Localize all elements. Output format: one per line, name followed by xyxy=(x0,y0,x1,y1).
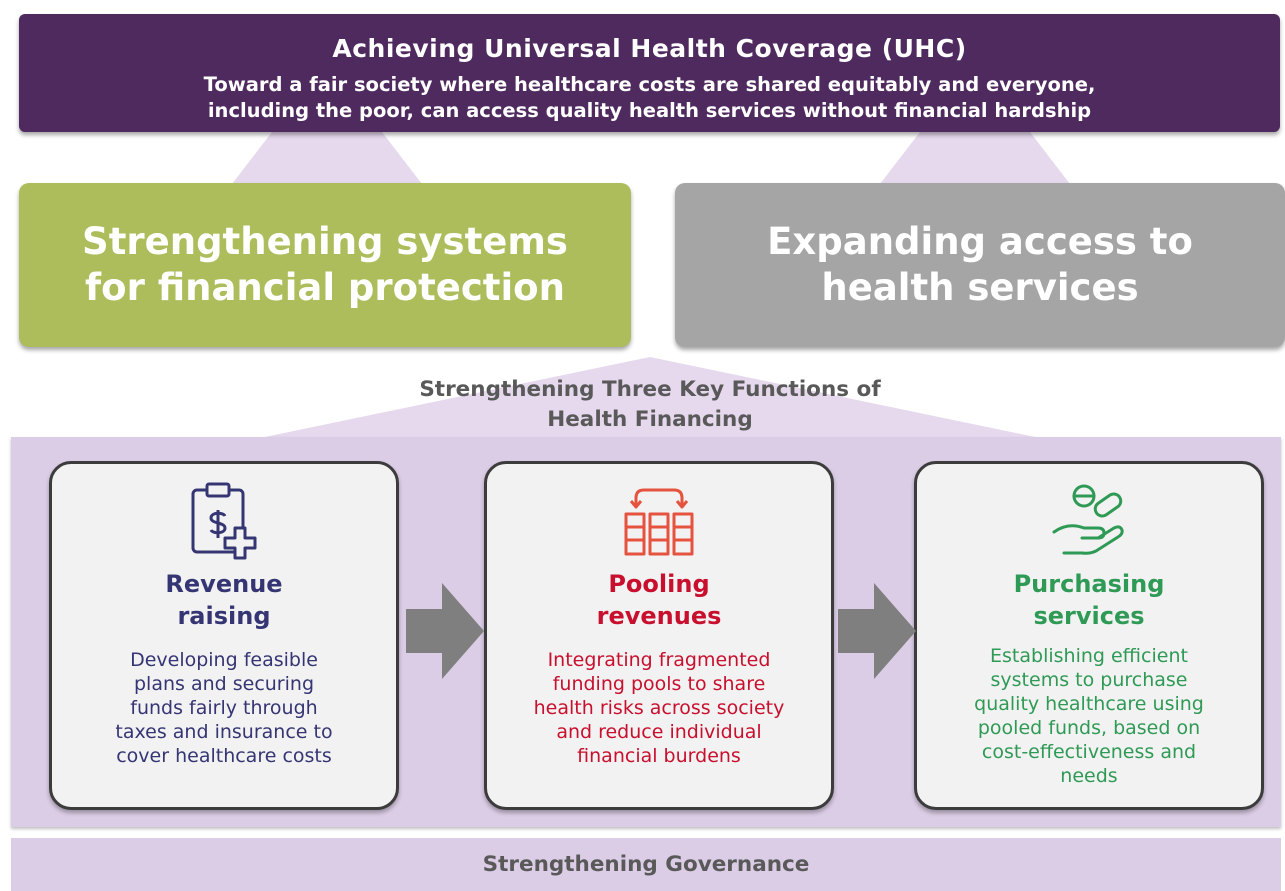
banner-subtitle: Toward a fair society where healthcare c… xyxy=(19,72,1280,124)
arrow-right-icon xyxy=(838,583,916,679)
banner-title: Achieving Universal Health Coverage (UHC… xyxy=(332,34,967,63)
card-title: Revenue raising xyxy=(52,568,396,632)
card-title-line-1: Pooling xyxy=(608,570,710,598)
pooling-funds-icon xyxy=(624,488,694,556)
roof-triangle-left xyxy=(232,132,422,184)
three-functions-label-line-1: Strengthening Three Key Functions of xyxy=(419,377,881,402)
three-functions-label-line-2: Health Financing xyxy=(547,407,753,432)
card-title-line-1: Purchasing xyxy=(1013,570,1165,598)
desc-line: plans and securing xyxy=(133,673,315,695)
arrow-right-icon xyxy=(406,583,484,679)
banner-subtitle-line-2: including the poor, can access quality h… xyxy=(207,99,1092,122)
desc-line: taxes and insurance to xyxy=(115,721,333,743)
card-purchasing-services: Purchasing services Establishing efficie… xyxy=(914,461,1264,810)
hand-pills-icon xyxy=(1052,484,1124,555)
desc-line: health risks across society xyxy=(533,697,785,719)
card-revenue-raising: Revenue raising Developing feasible plan… xyxy=(49,461,399,810)
governance-label: Strengthening Governance xyxy=(482,852,810,877)
desc-line: Establishing efficient xyxy=(990,645,1188,667)
desc-line: needs xyxy=(1060,765,1118,787)
clipboard-dollar-icon xyxy=(191,482,257,560)
card-title-line-2: revenues xyxy=(596,602,722,630)
desc-line: financial burdens xyxy=(577,745,741,767)
card-description: Establishing efficient systems to purcha… xyxy=(927,644,1251,788)
governance-bar: Strengthening Governance xyxy=(11,838,1281,891)
card-description: Developing feasible plans and securing f… xyxy=(62,648,386,768)
roof-triangle-right xyxy=(880,132,1070,184)
desc-line: systems to purchase xyxy=(990,669,1188,691)
pillar-financial-protection: Strengthening systems for financial prot… xyxy=(19,183,631,347)
desc-line: Developing feasible xyxy=(130,649,318,671)
three-functions-label: Strengthening Three Key Functions of Hea… xyxy=(300,375,1000,435)
card-pooling-revenues: Pooling revenues Integrating fragmented … xyxy=(484,461,834,810)
card-title-line-2: services xyxy=(1033,602,1145,630)
pillar-right-line-1: Expanding access to xyxy=(767,220,1193,263)
pillar-right-line-2: health services xyxy=(821,266,1139,309)
card-title-line-2: raising xyxy=(177,602,271,630)
uhc-banner: Achieving Universal Health Coverage (UHC… xyxy=(19,14,1280,132)
card-description: Integrating fragmented funding pools to … xyxy=(497,648,821,768)
desc-line: funding pools to share xyxy=(552,673,766,695)
pillar-left-line-1: Strengthening systems xyxy=(82,220,568,263)
banner-subtitle-line-1: Toward a fair society where healthcare c… xyxy=(203,73,1096,96)
roof-triangle-center xyxy=(260,357,1040,438)
desc-line: cost-effectiveness and xyxy=(981,741,1197,763)
desc-line: and reduce individual xyxy=(556,721,762,743)
card-title-line-1: Revenue xyxy=(165,570,283,598)
desc-line: quality healthcare using xyxy=(974,693,1204,715)
pillar-left-line-2: for financial protection xyxy=(85,266,565,309)
desc-line: cover healthcare costs xyxy=(116,745,332,767)
card-title: Purchasing services xyxy=(917,568,1261,632)
desc-line: Integrating fragmented xyxy=(547,649,771,671)
pillar-health-access: Expanding access to health services xyxy=(675,183,1285,347)
card-title: Pooling revenues xyxy=(487,568,831,632)
desc-line: funds fairly through xyxy=(130,697,318,719)
desc-line: pooled funds, based on xyxy=(977,717,1201,739)
